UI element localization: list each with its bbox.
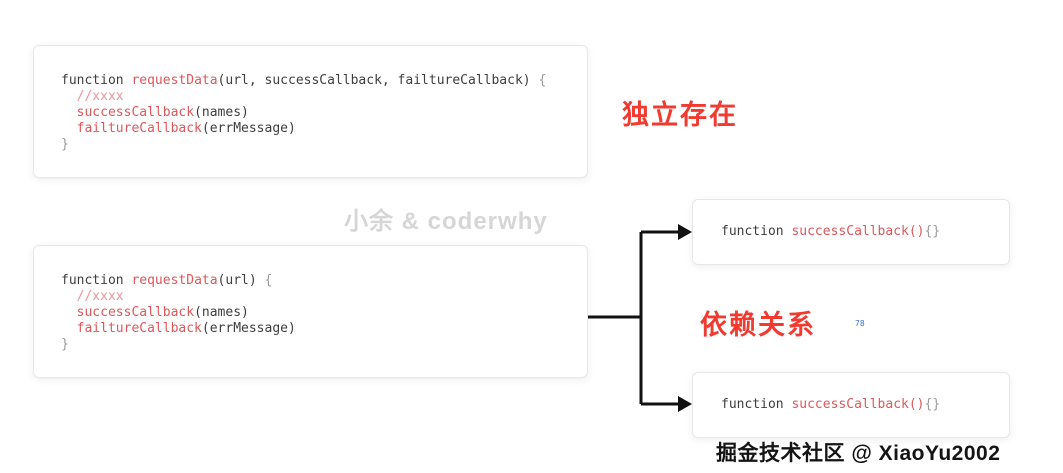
code-token: requestData	[131, 273, 218, 288]
code-token: function	[61, 73, 132, 88]
code-line: successCallback(names)	[61, 105, 569, 121]
code-line: function successCallback(){}	[721, 397, 940, 413]
code-token: function	[721, 397, 792, 412]
code-token: function	[61, 273, 132, 288]
arrowhead-top-icon	[678, 224, 692, 240]
code-token: {}	[924, 224, 941, 239]
code-box-callback-bottom: function successCallback(){}	[692, 372, 1010, 438]
code-line: }	[61, 337, 569, 353]
code-token	[61, 121, 77, 136]
code-box-request-short: function requestData(url) { //xxxx succe…	[33, 245, 588, 378]
code-token: successCallback	[76, 305, 195, 320]
selection-artifact: 78	[855, 319, 865, 328]
code-token: requestData	[131, 73, 218, 88]
watermark-bottom: 掘金技术社区 @ XiaoYu2002	[716, 442, 1001, 465]
code-token: {}	[924, 397, 941, 412]
code-token	[61, 305, 77, 320]
code-token: failtureCallback	[76, 321, 202, 336]
code-token: (errMessage)	[201, 321, 296, 336]
code-token: (errMessage)	[201, 121, 296, 136]
code-token	[61, 89, 77, 104]
code-token: successCallback	[791, 224, 909, 239]
code-token: (names)	[194, 305, 249, 320]
code-block: function successCallback(){}	[721, 224, 940, 240]
code-token: {	[264, 273, 273, 288]
code-block: function requestData(url, successCallbac…	[61, 73, 569, 153]
arrowhead-bottom-icon	[678, 396, 692, 412]
code-token: successCallback	[76, 105, 195, 120]
code-box-request-full: function requestData(url, successCallbac…	[33, 45, 588, 178]
code-token	[61, 105, 77, 120]
code-line: failtureCallback(errMessage)	[61, 321, 569, 337]
watermark-center: 小余 & coderwhy	[344, 208, 548, 235]
code-token: {	[538, 73, 547, 88]
code-token: (url)	[217, 273, 265, 288]
label-independent: 独立存在	[622, 100, 738, 130]
code-token	[61, 321, 77, 336]
code-box-callback-top: function successCallback(){}	[692, 199, 1010, 265]
code-token: }	[61, 137, 69, 152]
label-dependency: 依赖关系	[700, 310, 816, 340]
code-token: (url, successCallback, failtureCallback)	[217, 73, 539, 88]
code-token: //xxxx	[76, 89, 124, 104]
code-token	[61, 289, 77, 304]
code-line: function successCallback(){}	[721, 224, 940, 240]
code-line: function requestData(url) {	[61, 273, 569, 289]
code-line: successCallback(names)	[61, 305, 569, 321]
code-token: ()	[908, 397, 925, 412]
code-line: //xxxx	[61, 89, 569, 105]
code-token: }	[61, 337, 69, 352]
code-token: (names)	[194, 105, 249, 120]
code-line: }	[61, 137, 569, 153]
code-token: function	[721, 224, 792, 239]
code-line: //xxxx	[61, 289, 569, 305]
code-token: successCallback	[791, 397, 909, 412]
code-block: function requestData(url) { //xxxx succe…	[61, 273, 569, 353]
code-line: function requestData(url, successCallbac…	[61, 73, 569, 89]
code-token: //xxxx	[76, 289, 124, 304]
code-line: failtureCallback(errMessage)	[61, 121, 569, 137]
code-token: ()	[908, 224, 925, 239]
code-block: function successCallback(){}	[721, 397, 940, 413]
code-token: failtureCallback	[76, 121, 202, 136]
